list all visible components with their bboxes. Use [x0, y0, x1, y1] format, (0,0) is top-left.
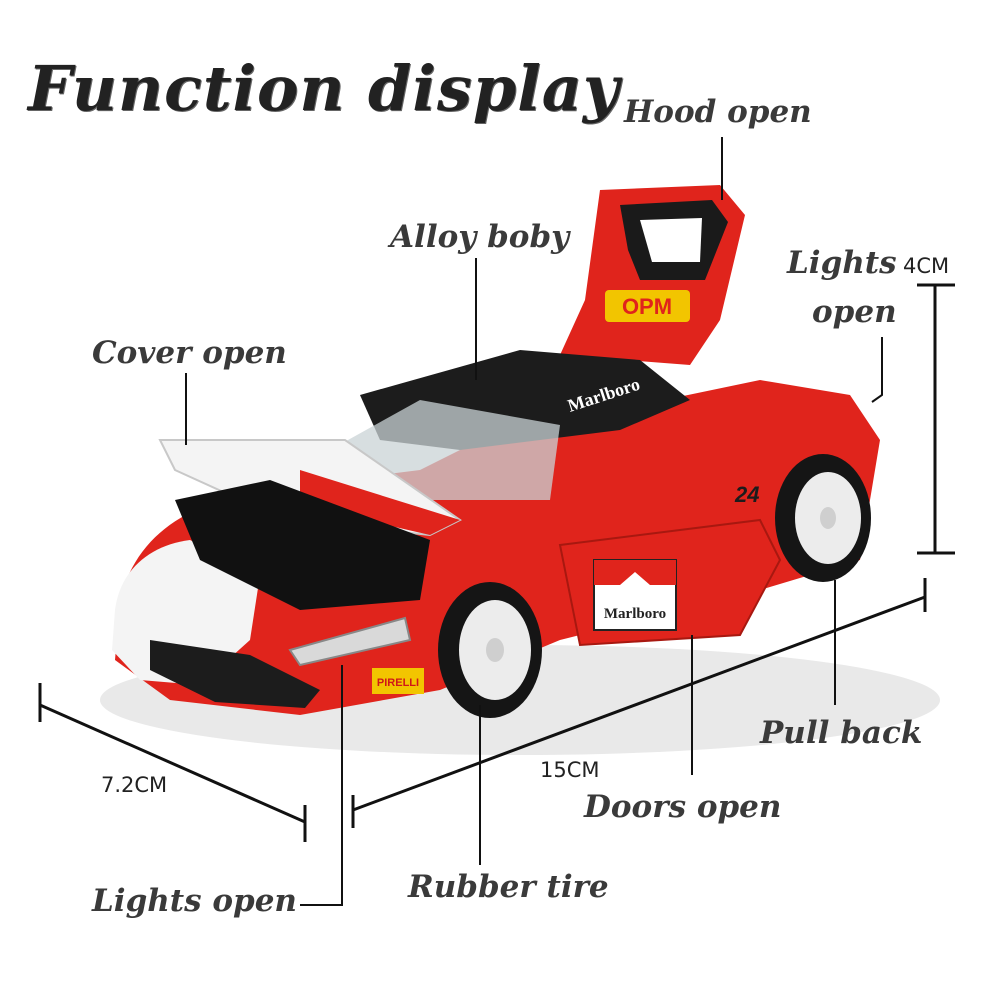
doors-open-label: Doors open — [584, 789, 782, 825]
door-logo: Marlboro — [604, 606, 666, 622]
lights-open-bottom-label: Lights open — [92, 883, 297, 919]
race-number: 24 — [734, 482, 759, 507]
alloy-body-label: Alloy boby — [390, 219, 570, 255]
tire-brand: PIRELLI — [377, 677, 419, 689]
dimension-lines — [38, 283, 955, 842]
front-wheel — [438, 582, 542, 718]
open-hood: OPM — [560, 185, 745, 365]
cover-open-label: Cover open — [92, 335, 287, 371]
lights-open-top-label-line1: Lights — [787, 245, 897, 281]
car-body: Marlboro Marlboro 24 PIRELLI — [112, 350, 880, 715]
pull-back-label: Pull back — [760, 715, 923, 751]
width-dimension-label: 7.2CM — [101, 773, 168, 797]
lights-open-top-label-line2: open — [812, 294, 897, 330]
height-dimension-label: 4CM — [903, 254, 950, 278]
rear-wheel — [775, 454, 871, 582]
length-dimension-label: 15CM — [540, 758, 600, 782]
page-title: Function display — [28, 52, 620, 125]
hood-open-label: Hood open — [624, 94, 812, 130]
callout-leaders — [185, 137, 883, 906]
rubber-tire-label: Rubber tire — [408, 869, 609, 905]
hood-badge: OPM — [622, 294, 672, 319]
